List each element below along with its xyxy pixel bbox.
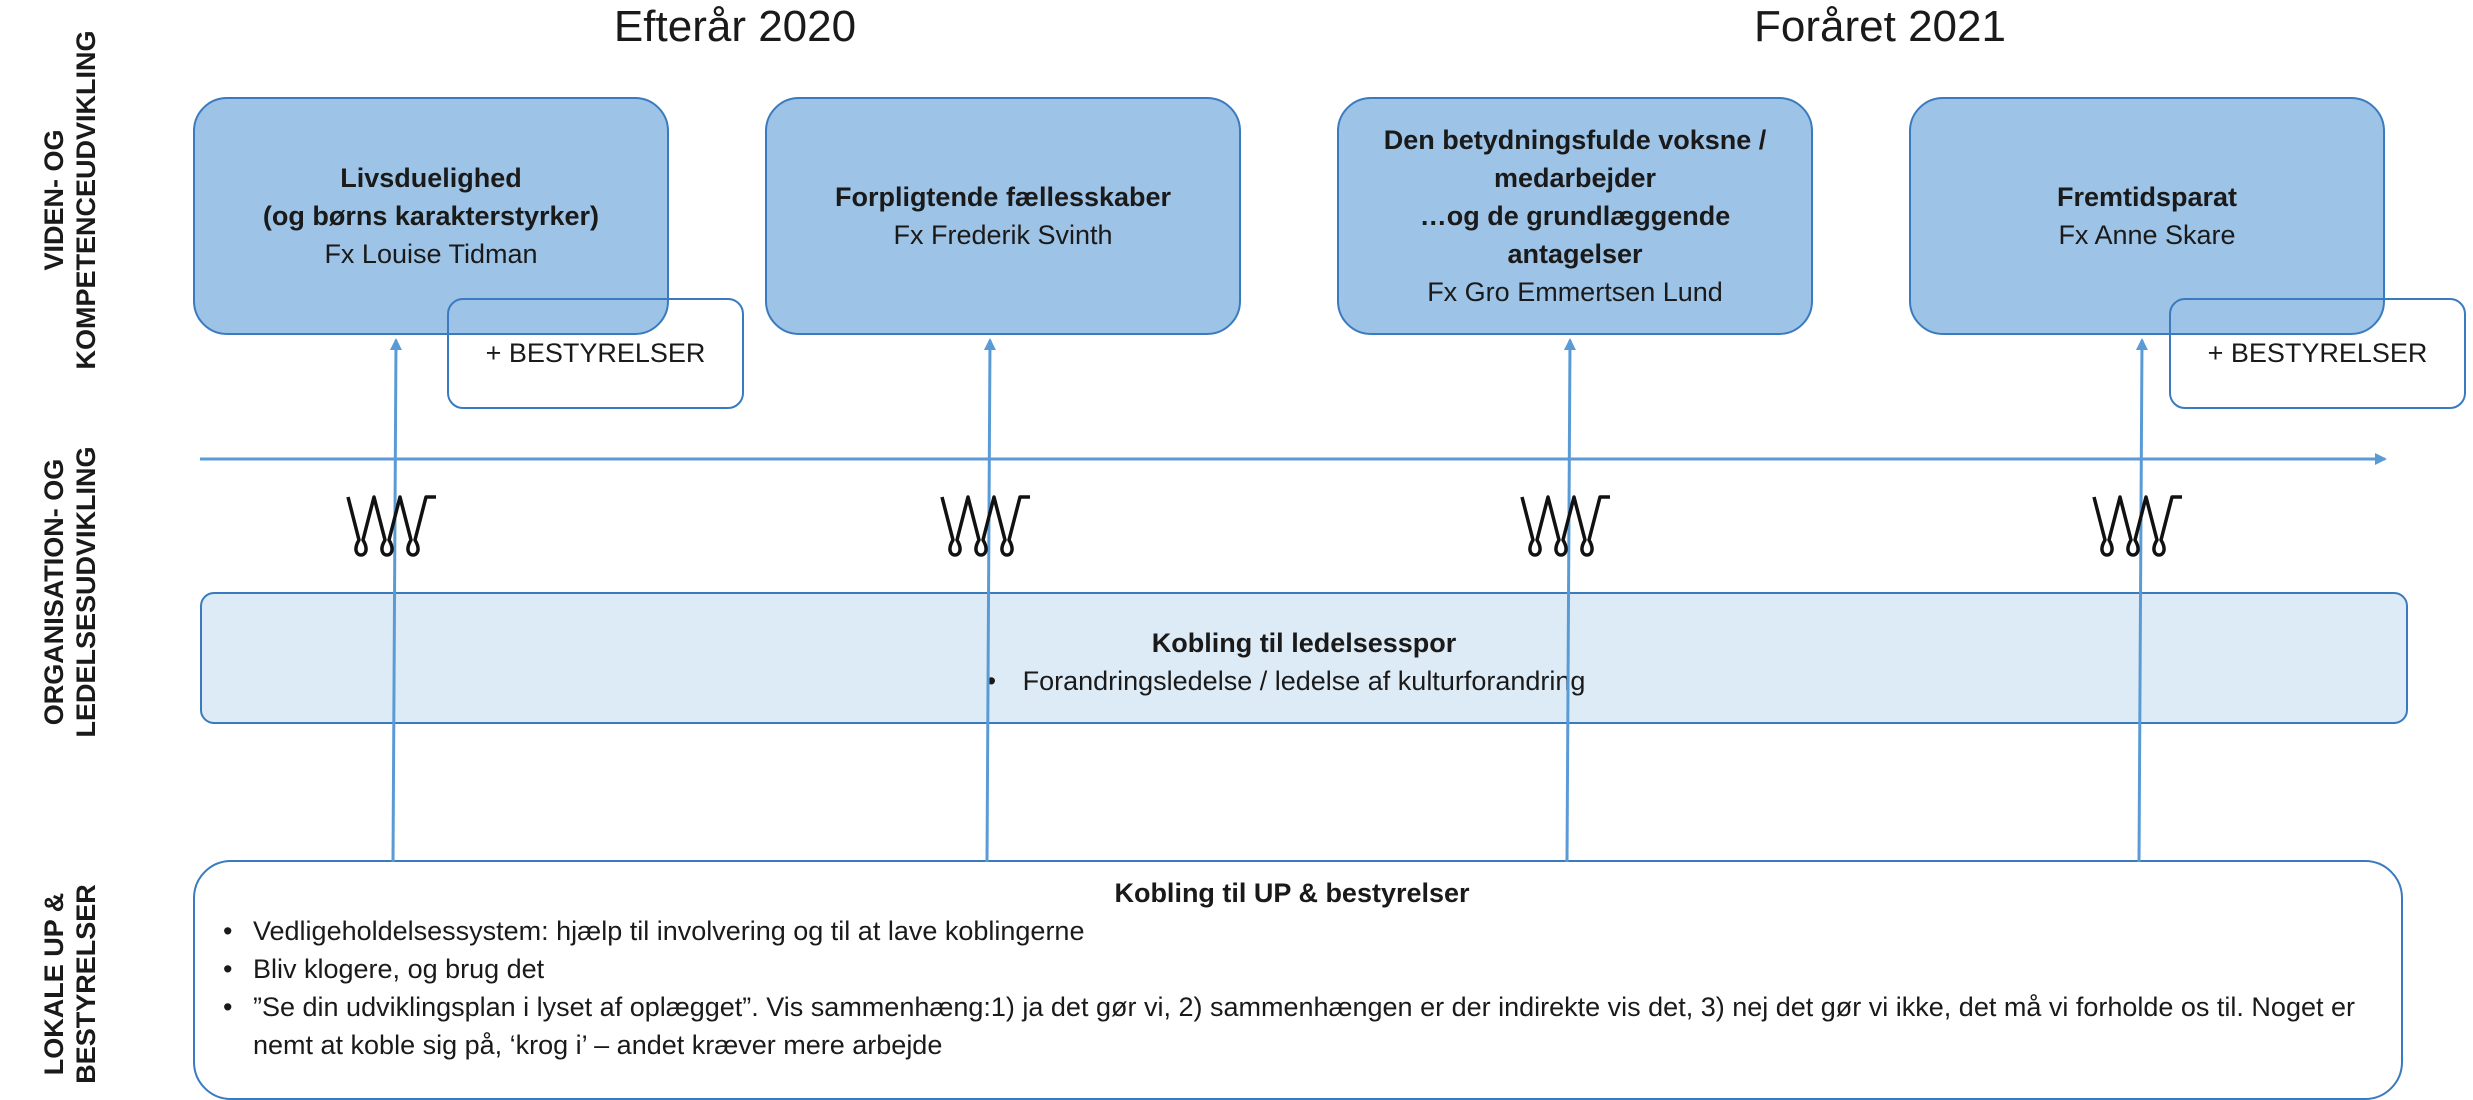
topic-speaker: Fx Louise Tidman <box>324 239 538 269</box>
ledelsesspor-bullet: Forandringsledelse / ledelse af kulturfo… <box>1023 666 1586 696</box>
list-item: Vedligeholdelsessystem: hjælp til involv… <box>223 912 2361 950</box>
up-bestyrelser-list: Vedligeholdelsessystem: hjælp til involv… <box>223 912 2361 1064</box>
connector-arrow-2 <box>983 338 996 863</box>
connector-arrow-3 <box>1563 338 1576 863</box>
topic-speaker: Fx Frederik Svinth <box>893 220 1113 250</box>
spring-symbol-2 <box>940 495 1030 557</box>
bestyrelser-box-1: + BESTYRELSER <box>447 298 744 409</box>
connectors-overlay <box>200 338 2387 863</box>
bestyrelser-box-2: + BESTYRELSER <box>2169 298 2466 409</box>
connector-arrow-1 <box>389 338 402 863</box>
topic-speaker: Fx Anne Skare <box>2058 220 2236 250</box>
topic-box-faellesskaber: Forpligtende fællesskaber Fx Frederik Sv… <box>765 97 1241 335</box>
bestyrelser-label: + BESTYRELSER <box>2207 338 2428 368</box>
topic-title: Den betydningsfulde voksne / medarbejder… <box>1383 125 1767 269</box>
bestyrelser-label: + BESTYRELSER <box>485 338 706 368</box>
list-item: Bliv klogere, og brug det <box>223 950 2361 988</box>
up-bestyrelser-title: Kobling til UP & bestyrelser <box>1114 878 1470 908</box>
spring-symbol-4 <box>2092 495 2182 557</box>
topic-title: Forpligtende fællesskaber <box>834 182 1172 212</box>
up-bestyrelser-box: Kobling til UP & bestyrelser Vedligehold… <box>193 860 2403 1100</box>
ledelsesspor-box: Kobling til ledelsesspor Forandringslede… <box>200 592 2408 724</box>
topic-box-fremtidsparat: Fremtidsparat Fx Anne Skare <box>1909 97 2385 335</box>
season-autumn-2020: Efterår 2020 <box>613 2 857 51</box>
topic-title: Fremtidsparat <box>2056 182 2238 212</box>
spring-symbol-1 <box>346 495 436 557</box>
topic-speaker: Fx Gro Emmertsen Lund <box>1427 277 1723 307</box>
topic-title: Livsduelighed (og børns karakterstyrker) <box>262 163 600 231</box>
topic-box-livsduelighed: Livsduelighed (og børns karakterstyrker)… <box>193 97 669 335</box>
ledelsesspor-title: Kobling til ledelsesspor <box>1151 628 1457 658</box>
season-spring-2021: Foråret 2021 <box>1754 2 2006 51</box>
spring-symbol-3 <box>1520 495 1610 557</box>
list-item: ”Se din udviklingsplan i lyset af oplægg… <box>223 988 2361 1064</box>
connector-arrow-4 <box>2135 338 2148 863</box>
topic-box-betydningsfulde-voksne: Den betydningsfulde voksne / medarbejder… <box>1337 97 1813 335</box>
